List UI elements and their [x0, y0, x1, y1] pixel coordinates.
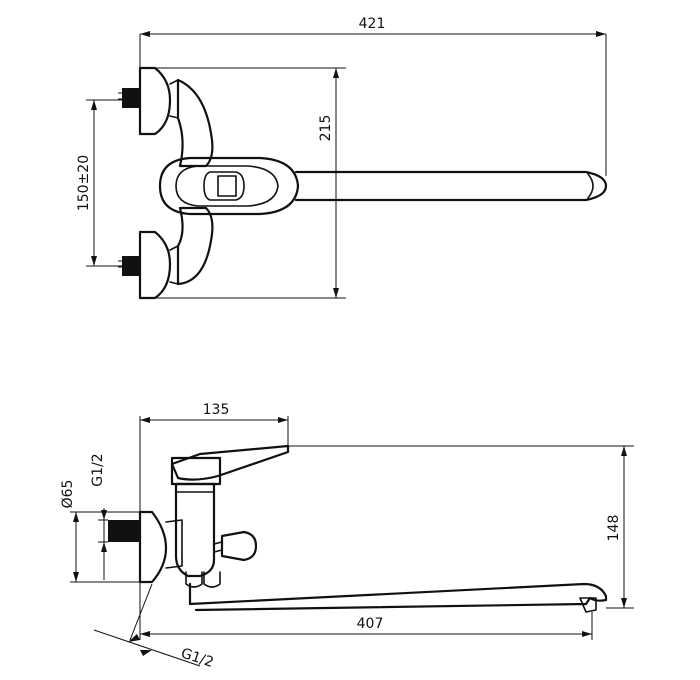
diverter-knob [213, 541, 223, 553]
upper-wall-flange [138, 66, 172, 136]
upper-eccentric-nut [169, 79, 179, 119]
dimension-body-depth: 135 [139, 402, 289, 512]
spout-tip-detail [587, 173, 594, 199]
spout-side-view [188, 582, 608, 612]
spout-length-label: 407 [357, 616, 384, 632]
side-inlet-thread [108, 520, 140, 542]
side-view: 135 Ø65 G1/2 148 [60, 402, 634, 671]
diverter-handle [220, 530, 258, 562]
lower-wall-flange [138, 230, 172, 300]
side-eccentric-nut [165, 519, 183, 569]
side-lever [170, 444, 290, 481]
dimension-flange-diameter: Ø65 [60, 480, 140, 583]
dimension-spout-height: 148 [288, 445, 634, 609]
top-view: 421 215 150±20 [76, 16, 608, 300]
lever-grip [203, 171, 245, 201]
faucet-body-top [176, 78, 214, 168]
lever-core [217, 175, 237, 197]
dimension-inlet-thread: G1/2 [90, 453, 108, 580]
inlet-thread-label: G1/2 [90, 453, 106, 486]
dimension-spout-length: 407 [139, 582, 593, 640]
dimension-outlet-thread: G1/2 [93, 583, 216, 671]
spout-top-view [294, 170, 608, 202]
lower-inlet-thread [118, 256, 140, 276]
overall-width-label: 421 [359, 16, 386, 32]
bottom-outlet-right [203, 571, 221, 588]
cartridge-cap [170, 456, 222, 486]
dimension-overall-width: 421 [139, 16, 607, 176]
dimension-inlet-spacing: 150±20 [76, 99, 122, 267]
aerator [579, 597, 597, 613]
body-depth-label: 135 [203, 402, 230, 418]
upper-inlet-thread [118, 88, 140, 108]
bottom-outlet-left [185, 571, 203, 588]
flange-diameter-label: Ø65 [60, 480, 76, 509]
side-wall-flange [138, 510, 168, 584]
faucet-body-bottom [176, 206, 214, 286]
dimension-top-height: 215 [155, 67, 346, 299]
top-height-label: 215 [318, 115, 334, 142]
lever-inner-ring [175, 165, 279, 207]
side-body-column [174, 482, 216, 578]
spout-height-label: 148 [606, 515, 622, 542]
lever-outer-ring [158, 156, 300, 216]
outlet-thread-label: G1/2 [179, 645, 216, 671]
inlet-spacing-label: 150±20 [76, 155, 92, 211]
lower-eccentric-nut [169, 245, 179, 285]
